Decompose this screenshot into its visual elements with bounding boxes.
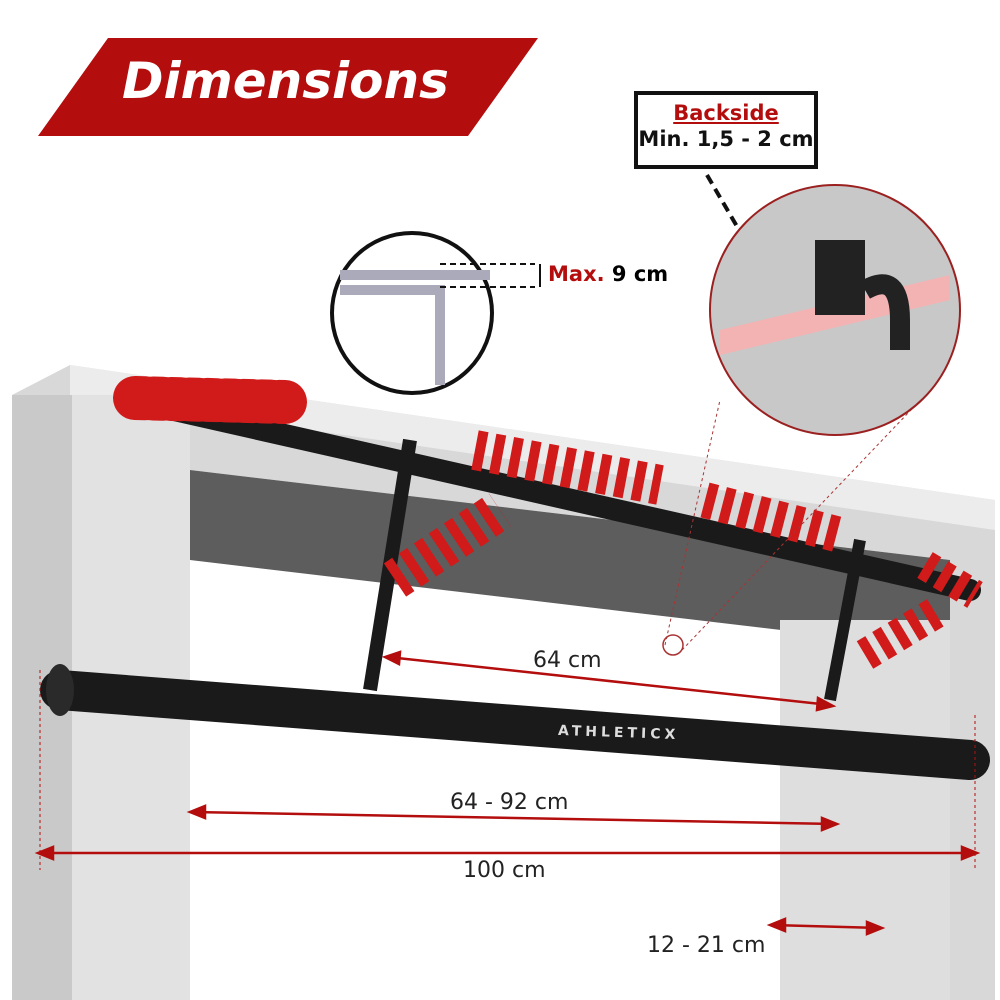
total-length-label: 100 cm xyxy=(463,858,546,883)
backside-detail xyxy=(662,173,961,656)
foam-grips xyxy=(113,376,983,669)
title-banner xyxy=(38,38,538,136)
callout-text: Min. 1,5 - 2 cm xyxy=(638,127,814,151)
page-title: Dimensions xyxy=(122,52,449,110)
callout-heading: Backside xyxy=(673,101,779,125)
max-height-detail xyxy=(330,231,541,395)
adjustable-width-label: 64 - 92 cm xyxy=(450,790,569,815)
max-value: 9 cm xyxy=(611,262,669,286)
backside-callout: Backside Min. 1,5 - 2 cm xyxy=(634,91,818,169)
frame-depth-label: 12 - 21 cm xyxy=(647,933,766,958)
inner-width-label: 64 cm xyxy=(533,648,602,673)
max-height-label: Max. 9 cm xyxy=(548,262,668,286)
max-label: Max. xyxy=(548,262,605,286)
dimension-arrows xyxy=(34,650,981,936)
